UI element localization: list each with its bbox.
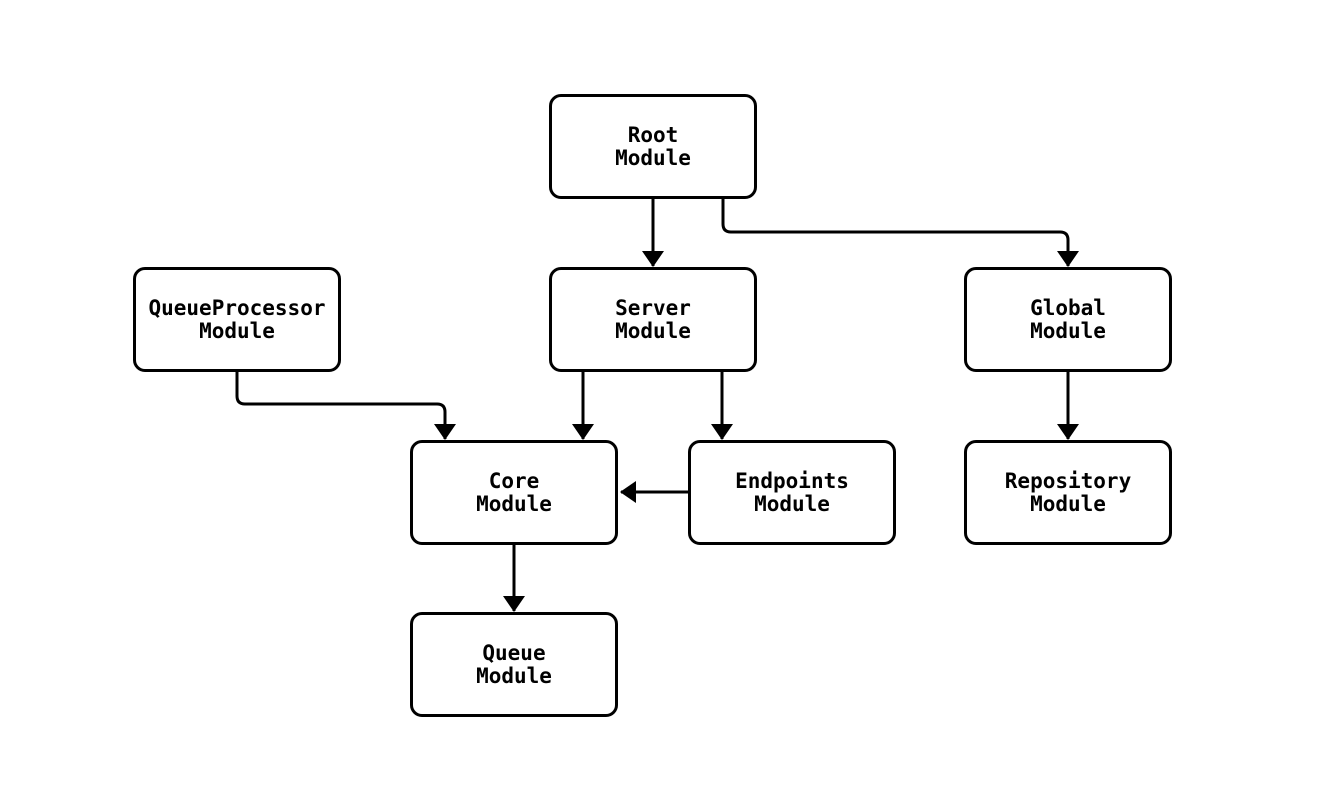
node-server-module-label: Server Module (615, 295, 691, 343)
node-server-module: Server Module (549, 267, 757, 372)
node-root-module: Root Module (549, 94, 757, 199)
node-global-module-label: Global Module (1030, 295, 1106, 343)
node-queueprocessor-module-label: QueueProcessor Module (148, 295, 326, 343)
node-repository-module: Repository Module (964, 440, 1172, 545)
node-repository-module-label: Repository Module (1004, 468, 1132, 516)
node-root-module-label: Root Module (615, 122, 691, 170)
edge-queueprocessor-to-core (235, 372, 456, 440)
node-queue-module-label: Queue Module (476, 640, 552, 688)
node-endpoints-module-label: Endpoints Module (735, 468, 849, 516)
edge-root-to-global (721, 199, 1079, 267)
node-core-module-label: Core Module (476, 468, 552, 516)
node-global-module: Global Module (964, 267, 1172, 372)
node-core-module: Core Module (410, 440, 618, 545)
node-queueprocessor-module: QueueProcessor Module (133, 267, 341, 372)
node-endpoints-module: Endpoints Module (688, 440, 896, 545)
node-queue-module: Queue Module (410, 612, 618, 717)
